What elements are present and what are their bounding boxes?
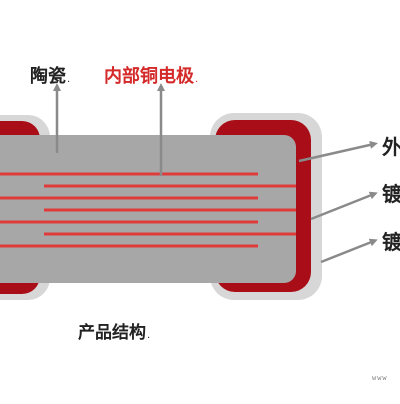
pointer-arrows [53,83,378,264]
arrow-plating-2 [320,238,378,264]
label-outer-electrode: 外 [382,135,400,159]
internal-electrodes [0,172,296,248]
arrow-outer [298,140,378,163]
label-inner-copper-electrode: 内部铜电极. [104,66,199,87]
label-plating-layer-2: 镀 [382,230,400,254]
arrow-plating-1 [310,191,378,221]
label-ceramic: 陶瓷. [30,66,71,87]
label-plating-layer-1: 镀 [382,182,400,206]
watermark: www [372,374,388,382]
label-product-structure: 产品结构. [78,323,151,343]
